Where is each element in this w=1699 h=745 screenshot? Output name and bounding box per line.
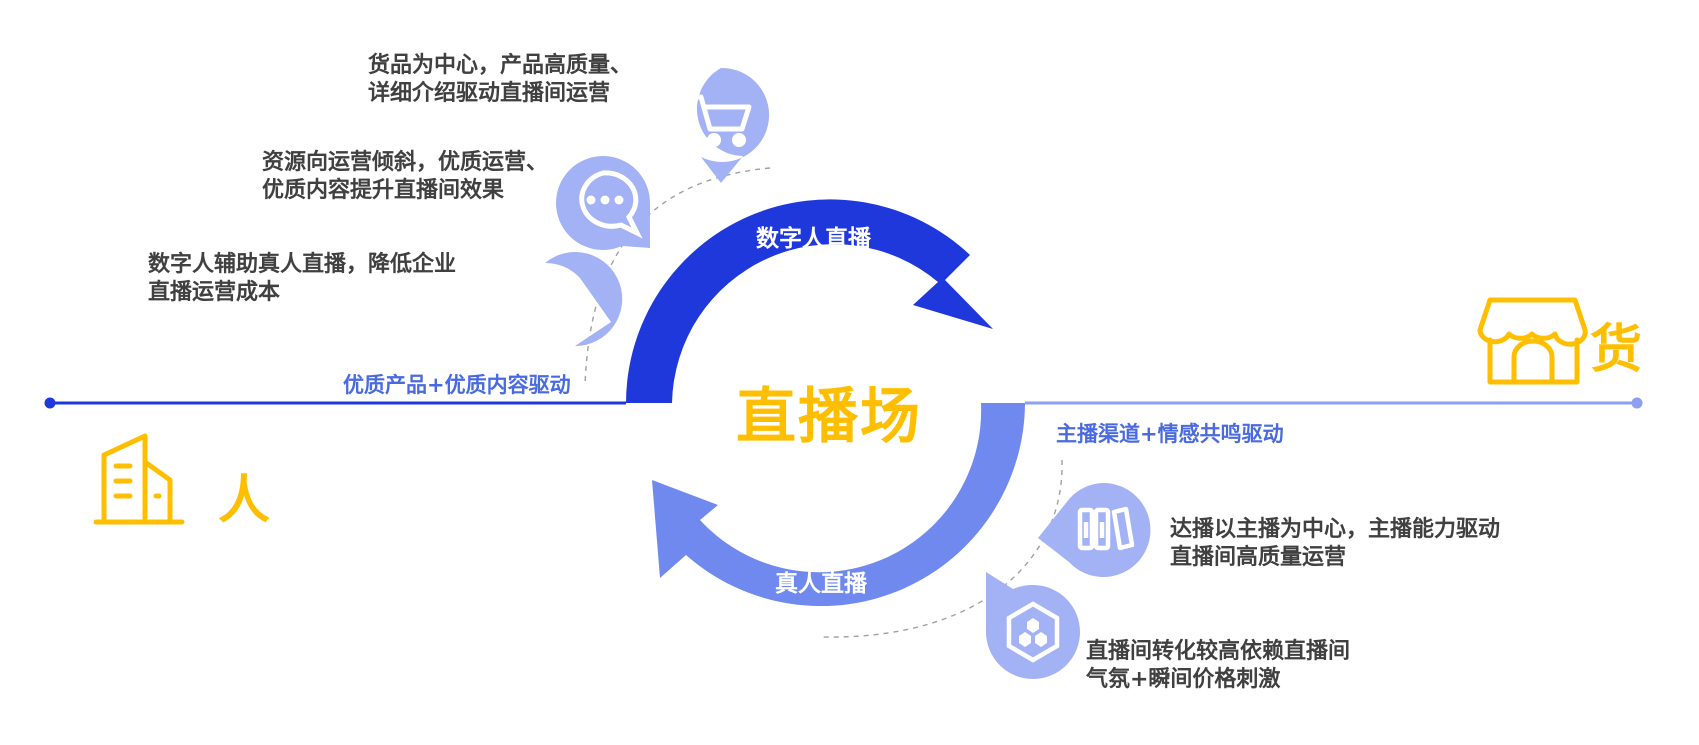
bottom-arrow-label: 真人直播 — [775, 571, 867, 597]
storefront-icon — [1477, 297, 1588, 385]
center-title: 直播场 — [736, 382, 922, 452]
right-point-2: 直播间转化较高依赖直播间 气氛+瞬间价格刺激 — [1086, 638, 1350, 694]
shopping-cart-icon — [688, 94, 752, 147]
left-point-1-line1: 货品为中心，产品高质量、 — [368, 53, 633, 78]
right-side-label: 货 — [1590, 320, 1643, 380]
left-point-3-line1: 数字人辅助真人直播，降低企业 — [148, 252, 457, 277]
office-building-icon — [93, 433, 185, 525]
axis-left — [44, 397, 626, 409]
pin-books — [1038, 483, 1151, 577]
right-point-1-line2: 直播间高质量运营 — [1170, 545, 1347, 570]
hexagon-cluster-icon — [518, 279, 572, 341]
left-point-2-line1: 资源向运营倾斜，优质运营、 — [262, 150, 549, 175]
left-point-3-line2: 直播运营成本 — [148, 280, 281, 305]
books-icon — [1077, 506, 1135, 551]
right-point-2-line2: 气氛+瞬间价格刺激 — [1086, 667, 1281, 692]
right-caption: 主播渠道+情感共鸣驱动 — [1056, 422, 1284, 446]
hexagon-cluster-icon — [1006, 601, 1060, 663]
left-point-1: 货品为中心，产品高质量、 详细介绍驱动直播间运营 — [368, 52, 632, 108]
left-point-2: 资源向运营倾斜，优质运营、 优质内容提升直播间效果 — [262, 149, 548, 205]
left-point-2-line2: 优质内容提升直播间效果 — [262, 178, 505, 203]
left-point-3: 数字人辅助真人直播，降低企业 直播运营成本 — [148, 251, 456, 307]
pin-cart — [688, 67, 770, 183]
axis-right — [1025, 397, 1643, 409]
chat-bubble-icon — [579, 170, 643, 239]
arrow-top-digital-human — [626, 199, 993, 403]
top-arrow-label: 数字人直播 — [756, 226, 871, 252]
left-caption: 优质产品+优质内容驱动 — [343, 373, 571, 397]
right-point-1-line1: 达播以主播为中心，主播能力驱动 — [1170, 517, 1501, 542]
pin-chat — [556, 156, 650, 250]
pin-hex-right — [986, 572, 1080, 679]
pin-hex-left — [518, 252, 623, 347]
left-side-label: 人 — [218, 471, 271, 531]
left-point-1-line2: 详细介绍驱动直播间运营 — [368, 81, 611, 106]
right-point-1: 达播以主播为中心，主播能力驱动 直播间高质量运营 — [1170, 516, 1500, 572]
right-point-2-line1: 直播间转化较高依赖直播间 — [1086, 639, 1351, 664]
arrow-bottom-real-human — [652, 403, 1025, 607]
